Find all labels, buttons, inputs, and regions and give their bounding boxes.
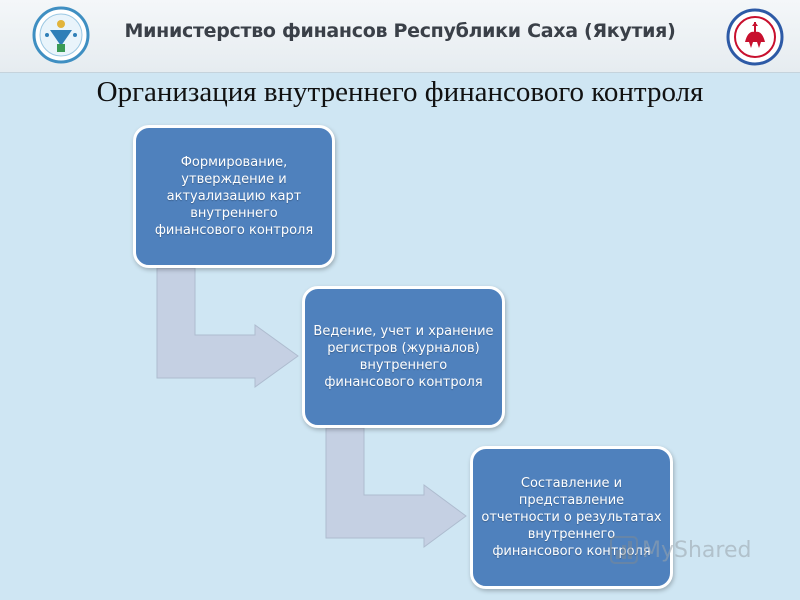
process-step-3: Составление и представление отчетности о… bbox=[470, 446, 673, 589]
republic-coat-of-arms-icon bbox=[726, 8, 784, 66]
process-step-1: Формирование, утверждение и актуализацию… bbox=[133, 125, 335, 268]
process-step-2-text: Ведение, учет и хранение регистров (журн… bbox=[313, 324, 494, 390]
process-step-2: Ведение, учет и хранение регистров (журн… bbox=[302, 286, 505, 428]
page-title: Организация внутреннего финансового конт… bbox=[96, 76, 704, 108]
ministry-name: Министерство финансов Республики Саха (Я… bbox=[124, 20, 676, 42]
header-bar: Министерство финансов Республики Саха (Я… bbox=[0, 0, 800, 73]
watermark-text: MyShared bbox=[642, 538, 752, 563]
ministry-emblem-icon bbox=[32, 6, 90, 64]
bent-arrow-2 bbox=[325, 427, 467, 548]
watermark-chart-icon bbox=[610, 536, 638, 564]
process-step-1-text: Формирование, утверждение и актуализацию… bbox=[154, 155, 314, 238]
bent-arrow-1 bbox=[156, 267, 299, 388]
